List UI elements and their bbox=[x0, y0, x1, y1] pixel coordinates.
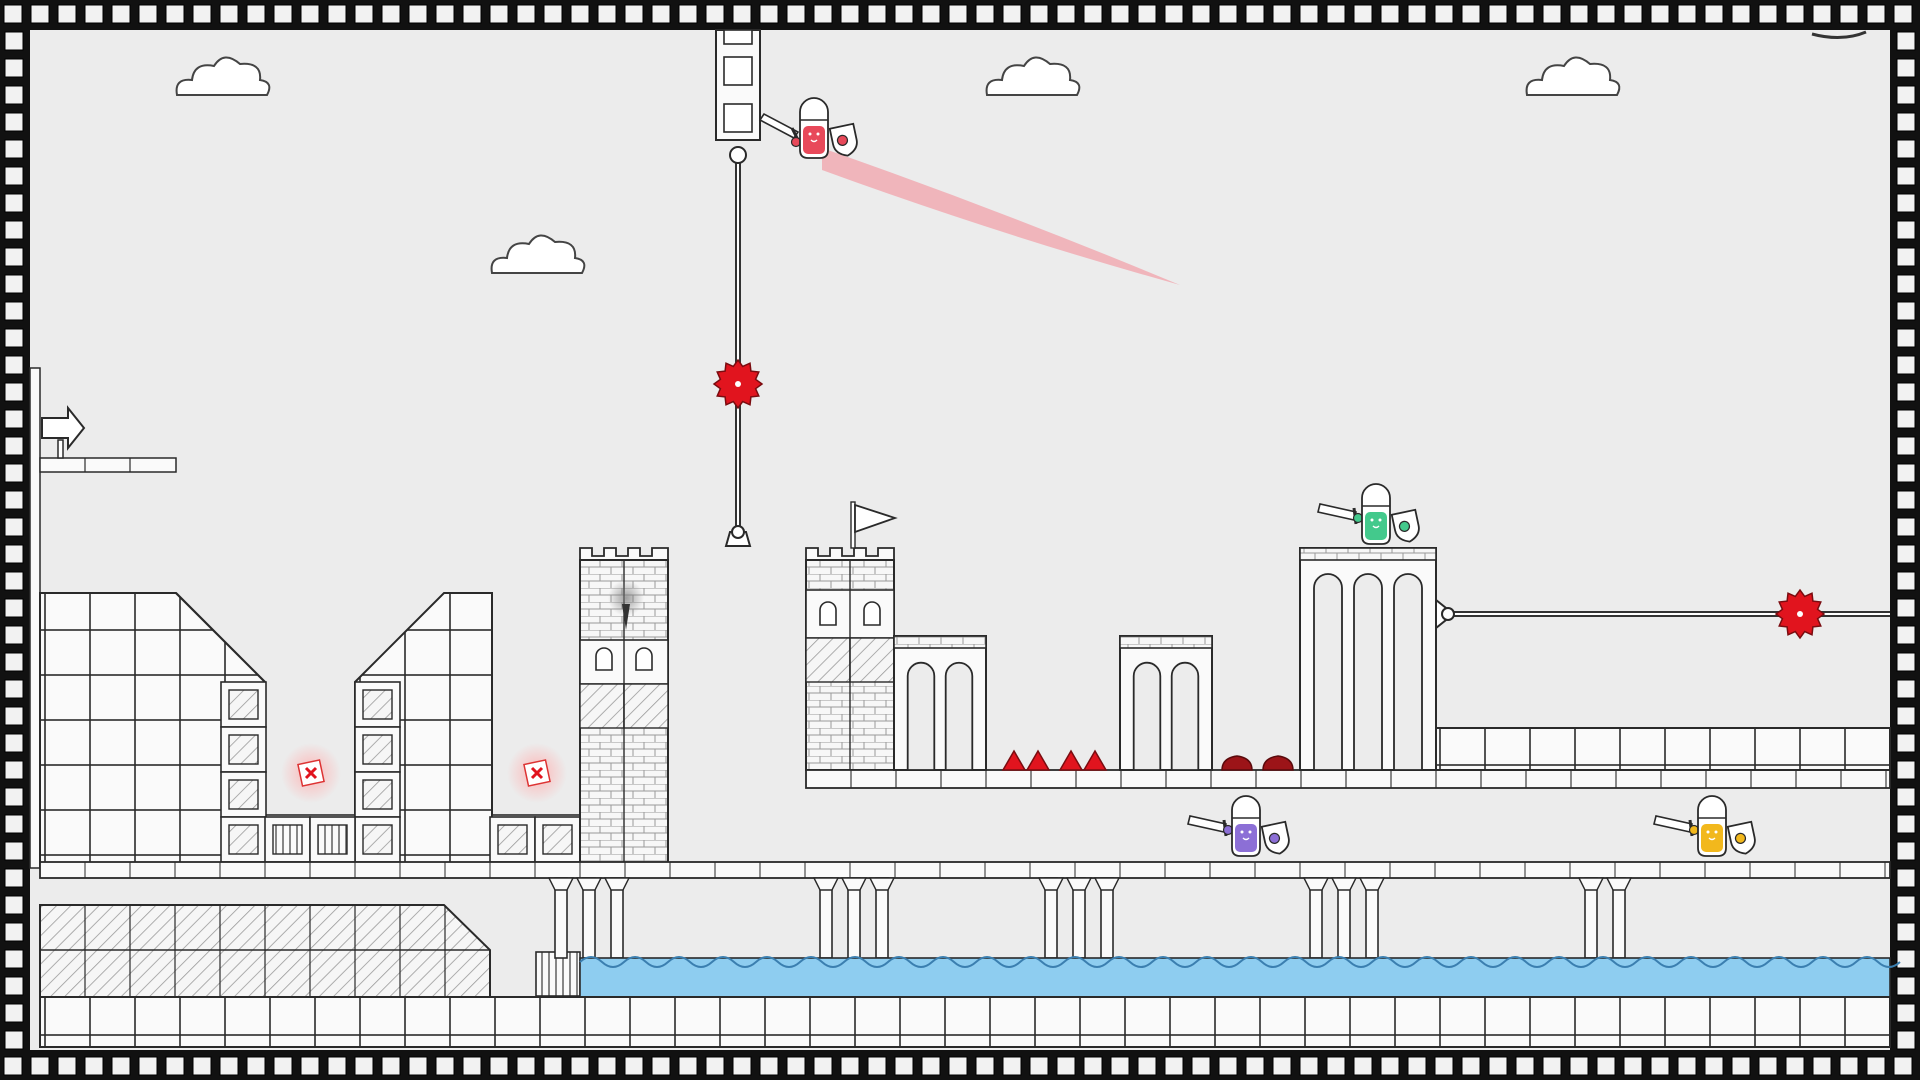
cloud-icon bbox=[490, 234, 586, 274]
spike-icon bbox=[1262, 755, 1294, 771]
player-green bbox=[1317, 483, 1420, 545]
spike-icon bbox=[1082, 749, 1108, 771]
spike-icon bbox=[1221, 755, 1253, 771]
castle-tower bbox=[805, 501, 898, 771]
arrow-sign-icon bbox=[41, 405, 86, 459]
spike-icon bbox=[1001, 749, 1027, 771]
shield-icon bbox=[1726, 820, 1756, 855]
shield-icon bbox=[828, 122, 858, 157]
border-tiles bbox=[3, 4, 1916, 1076]
clouds bbox=[175, 56, 1621, 274]
bridge bbox=[39, 861, 1891, 959]
player-purple bbox=[1187, 795, 1290, 857]
castle-floor bbox=[805, 769, 1891, 789]
shield-icon bbox=[1390, 508, 1420, 543]
spike-icon bbox=[1025, 749, 1051, 771]
saw-blade-icon bbox=[1774, 588, 1826, 640]
cloud-icon bbox=[985, 56, 1081, 96]
player-yellow bbox=[1653, 795, 1756, 857]
hatched-block bbox=[39, 904, 491, 998]
cloud-icon bbox=[1525, 56, 1621, 96]
floor bbox=[39, 996, 1891, 1048]
spike-icon bbox=[1058, 749, 1084, 771]
player-red bbox=[758, 97, 858, 159]
players bbox=[758, 97, 1756, 857]
pickup-icon[interactable] bbox=[281, 743, 341, 803]
pickup-icon[interactable] bbox=[507, 743, 567, 803]
spike-icon bbox=[622, 604, 630, 630]
vertical-rail bbox=[715, 29, 761, 547]
tower-left bbox=[579, 547, 669, 869]
water bbox=[579, 956, 1901, 999]
corner-decoration bbox=[1811, 30, 1867, 39]
dash-trail bbox=[822, 148, 1180, 285]
cloud-icon bbox=[175, 56, 271, 96]
right-block bbox=[1435, 727, 1891, 771]
sky bbox=[30, 30, 1890, 1050]
arches bbox=[893, 547, 1437, 771]
saw-blade-icon bbox=[712, 358, 764, 410]
spikes bbox=[1001, 749, 1294, 771]
inset-boxes bbox=[220, 681, 581, 863]
shield-icon bbox=[1260, 820, 1290, 855]
saw-blades bbox=[712, 358, 1826, 640]
flag-icon bbox=[850, 501, 898, 549]
